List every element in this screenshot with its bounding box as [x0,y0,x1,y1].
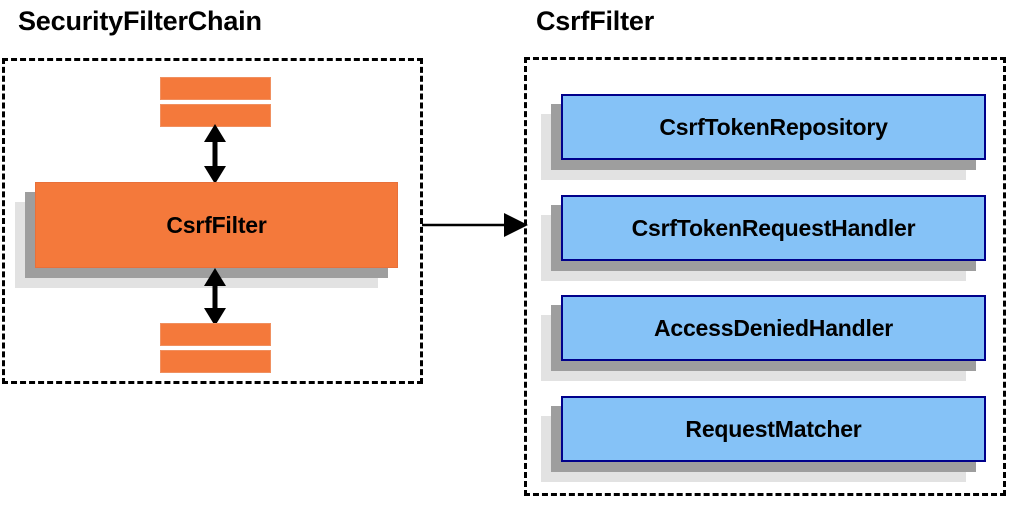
panel-title-csrf-filter: CsrfFilter [536,6,655,36]
chain-link-arrow-below-icon [204,268,226,326]
chain-box-label: CsrfFilter [166,211,267,238]
panel-security-filter-chain [2,58,423,384]
chain-box-csrffilter[interactable]: CsrfFilter [15,182,398,288]
collaborator-label: CsrfTokenRepository [659,113,888,140]
collaborator-box-requestmatcher[interactable]: RequestMatcher [541,396,986,482]
box-face: CsrfFilter [35,182,398,268]
collaborator-label: AccessDeniedHandler [653,314,894,341]
chain-link-arrow-above-icon [204,124,226,184]
box-face: AccessDeniedHandler [561,295,986,361]
box-face: CsrfTokenRepository [561,94,986,160]
filter-bar-below-2 [160,350,271,373]
collaborator-label: RequestMatcher [685,415,862,442]
collaborator-box-csrftokenrequesthandler[interactable]: CsrfTokenRequestHandler [541,195,986,281]
box-face: CsrfTokenRequestHandler [561,195,986,261]
collaborator-box-accessdeniedhandler[interactable]: AccessDeniedHandler [541,295,986,381]
collaborator-label: CsrfTokenRequestHandler [631,214,916,241]
panel-csrf-filter-detail [524,57,1006,496]
box-face: RequestMatcher [561,396,986,462]
expand-arrow-icon [422,213,528,237]
collaborator-box-csrftokenrepository[interactable]: CsrfTokenRepository [541,94,986,180]
panel-title-security-filter-chain: SecurityFilterChain [18,6,262,36]
filter-bar-below-1 [160,323,271,346]
filter-bar-above-1 [160,77,271,100]
